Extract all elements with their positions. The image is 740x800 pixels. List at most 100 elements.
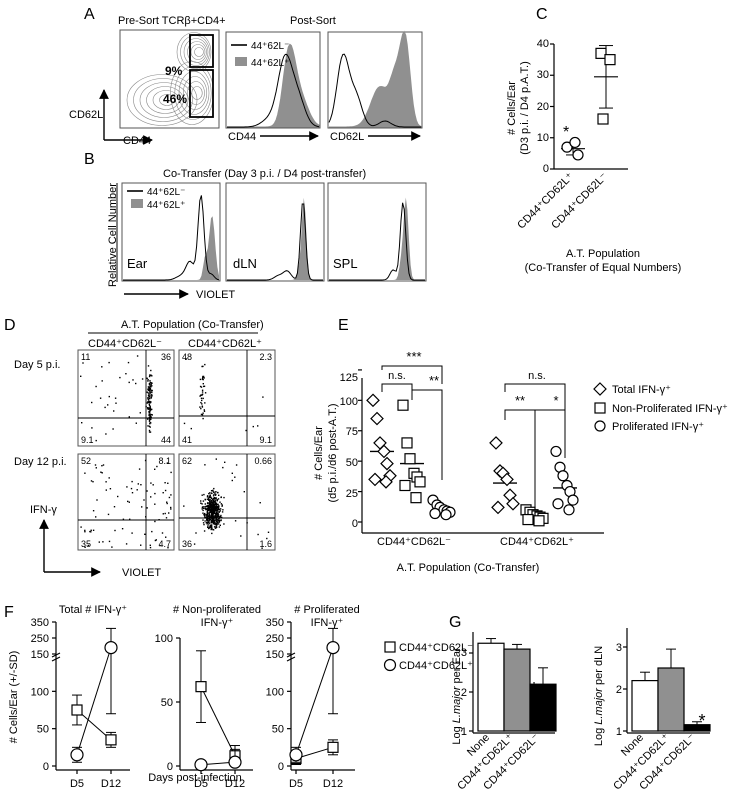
flow-dot (214, 497, 216, 499)
g-bar (683, 724, 711, 732)
flow-dot (200, 407, 202, 410)
e-legend: Total IFN-γ⁺ Non-Proliferated IFN-γ⁺ Pro… (593, 382, 728, 433)
e-point-circle (567, 494, 579, 506)
flow-dot (101, 472, 103, 474)
flow-dot (148, 400, 150, 402)
legend-diamond-icon (593, 382, 607, 396)
flow-dot (215, 504, 217, 507)
flow-dot (208, 497, 210, 499)
e-point-diamond (370, 411, 384, 426)
d-dotplot-2 (178, 349, 276, 447)
flow-dot (193, 543, 196, 545)
flow-dot (148, 414, 150, 417)
flow-dot (211, 509, 213, 511)
flow-dot (206, 511, 208, 513)
flow-dot (149, 423, 151, 425)
flow-dot (216, 513, 218, 516)
spl-lo-line (329, 202, 425, 281)
flow-dot (211, 508, 213, 510)
panel-a: Pre-Sort TCRβ+CD4+ Post-Sort 9% 46% CD62… (69, 15, 423, 147)
flow-dot (129, 518, 131, 520)
e-point-square (397, 399, 409, 411)
presort-contour-lines (126, 32, 214, 126)
flow-dot (150, 386, 152, 388)
e-ylabel-2: (d5 p.i./d6 post-A.T.) (327, 403, 339, 502)
legend-circle-icon-f (383, 658, 397, 672)
panel-c: 0 10 20 30 40 # Cells/Ear (D3 p.i. / D4 … (506, 38, 681, 274)
f-series-line (200, 686, 236, 756)
c-y-ticks (550, 43, 554, 170)
flow-dot (208, 502, 211, 504)
flow-dot (156, 465, 158, 468)
d-quadrant-lines (78, 350, 275, 550)
flow-dot (215, 497, 217, 499)
flow-dot (107, 513, 110, 516)
flow-dot (206, 496, 209, 498)
flow-dot (203, 410, 206, 412)
flow-dot (220, 496, 222, 499)
flow-dot (216, 503, 218, 506)
panel-b: Co-Transfer (Day 3 p.i. / D4 post-transf… (107, 168, 427, 301)
e-sig-2: n.s. (388, 370, 406, 382)
flow-dot (213, 491, 215, 493)
flow-dot (100, 471, 102, 473)
flow-dot (146, 391, 148, 393)
flow-dot (212, 507, 214, 509)
flow-dot (159, 544, 161, 547)
flow-dot (216, 499, 219, 501)
flow-dot (200, 397, 203, 399)
flow-dot (207, 505, 209, 508)
flow-dot (202, 519, 204, 521)
c-ytick-10: 10 (537, 132, 549, 144)
flow-dot (202, 365, 204, 368)
g-bar (477, 642, 505, 732)
flow-dot (108, 395, 110, 398)
flow-dot (220, 508, 222, 510)
e-point-square (414, 476, 426, 488)
flow-dot (217, 515, 219, 518)
flow-dot (151, 382, 153, 384)
flow-dot (200, 413, 203, 416)
flow-dot (215, 511, 218, 513)
flow-dot (240, 535, 242, 537)
d-q2-ur: 2.3 (259, 352, 272, 362)
d-q2-lr: 9.1 (259, 435, 272, 445)
c-point-square (604, 54, 616, 66)
gate-cd44hi-cd62lhi (189, 34, 214, 68)
flow-dot (206, 516, 208, 518)
flow-dot (220, 519, 222, 522)
g1-ytick-1: 1 (461, 726, 467, 738)
flow-dot (95, 385, 97, 388)
flow-dot (210, 506, 212, 509)
flow-dot (183, 505, 185, 507)
flow-dot (95, 467, 97, 469)
g-bar (503, 648, 531, 732)
e-y-ticks (358, 369, 362, 523)
flow-dot (207, 526, 209, 528)
flow-dot (146, 377, 148, 379)
e-sig-6: * (553, 393, 558, 408)
flow-dot (206, 522, 208, 524)
flow-dot (199, 378, 202, 381)
flow-dot (213, 522, 215, 524)
flow-dot (231, 479, 233, 482)
flow-dot (214, 515, 217, 517)
flow-dot (148, 384, 151, 386)
flow-dot (208, 523, 210, 525)
gate-cd44hi-cd62llo (189, 69, 214, 118)
f-ytick-label: 0 (167, 761, 173, 773)
e-point-diamond (366, 393, 380, 408)
flow-dot (105, 433, 107, 435)
panel-label-d: D (4, 317, 16, 334)
flow-dot (201, 406, 204, 408)
d-q1-ul: 11 (81, 352, 90, 362)
panel-label-f: F (4, 604, 14, 621)
f-xtick-label: D5 (289, 778, 303, 790)
flow-dot (209, 511, 211, 513)
f-legend-lo: CD44⁺CD62L⁻ (399, 642, 473, 654)
flow-dot (204, 506, 206, 508)
flow-dot (167, 482, 169, 484)
c-data-marks (561, 45, 618, 161)
e-bracket (411, 389, 443, 480)
flow-dot (214, 501, 216, 503)
